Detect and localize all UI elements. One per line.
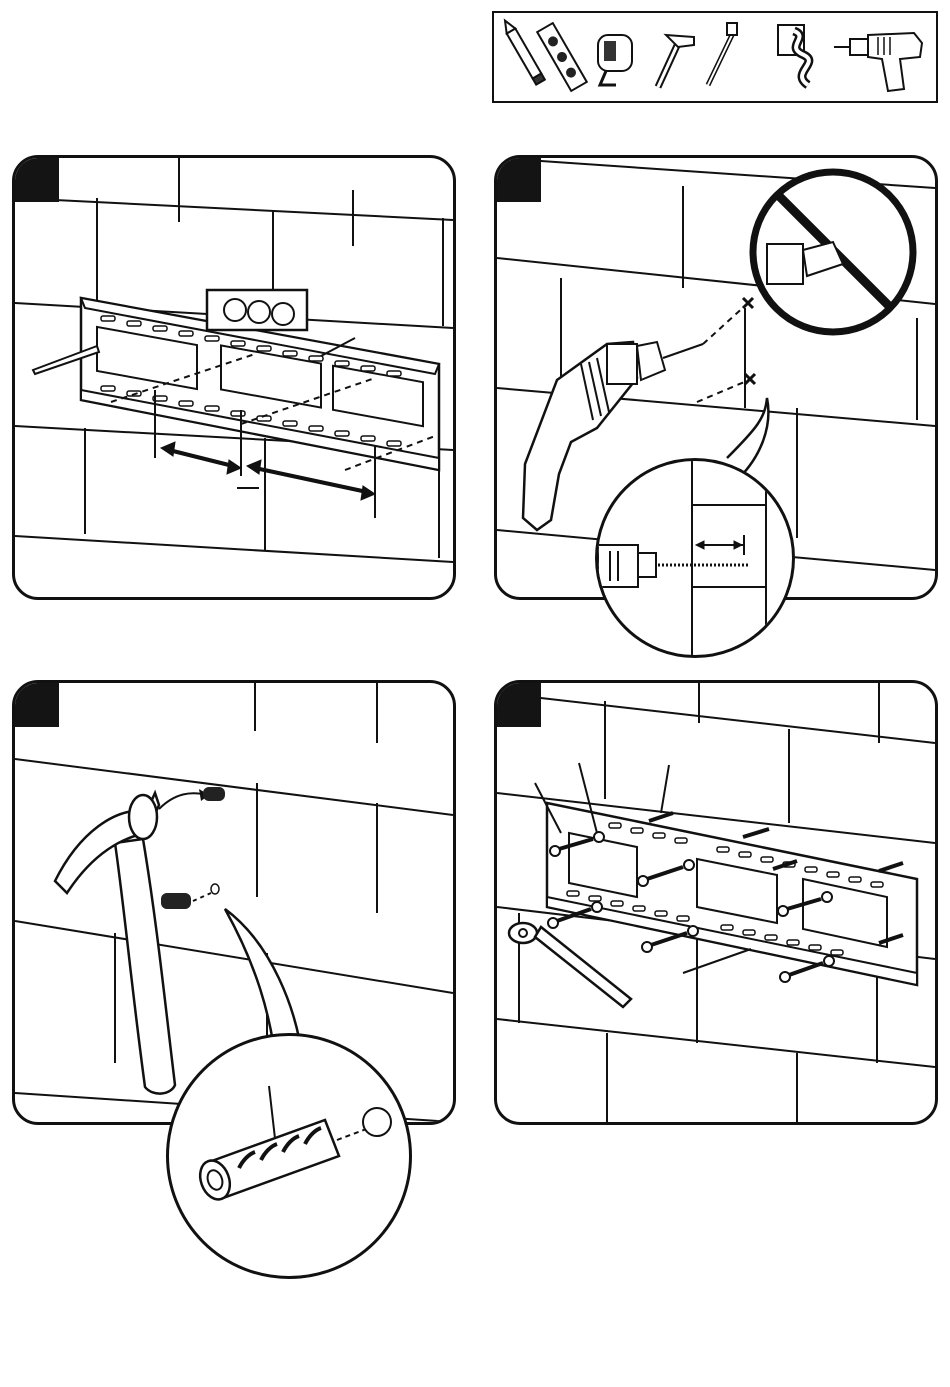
drill-bit [663,344,703,358]
step-1-panel [12,155,456,600]
step-2-badge [497,158,541,202]
step-1-badge [15,158,59,202]
wall-plate [547,803,917,985]
pencil-icon [501,18,545,84]
anchor-callout [166,1033,412,1279]
drill-depth-callout [595,458,795,658]
tape-measure-icon [598,35,632,85]
power-drill-icon [598,545,656,587]
drill-marks [697,298,755,402]
wall-anchor-icon [195,1120,339,1204]
drilled-hole [363,1108,391,1136]
step-3-badge [15,683,59,727]
motion-arrow [159,793,207,809]
step-4-panel [494,680,938,1125]
anchor-guide-line [193,893,211,901]
socket-wrench-icon [708,23,737,85]
tools-box [492,11,938,103]
power-drill-icon [834,33,922,91]
no-drill-warning [753,172,913,332]
step-4-badge [497,683,541,727]
drilled-hole [211,884,219,894]
socket-wrench-icon [509,923,631,1007]
drill-bit-icon [778,25,809,85]
depth-arrow [696,535,744,555]
hammer-icon [658,35,694,87]
level-icon [207,290,307,330]
